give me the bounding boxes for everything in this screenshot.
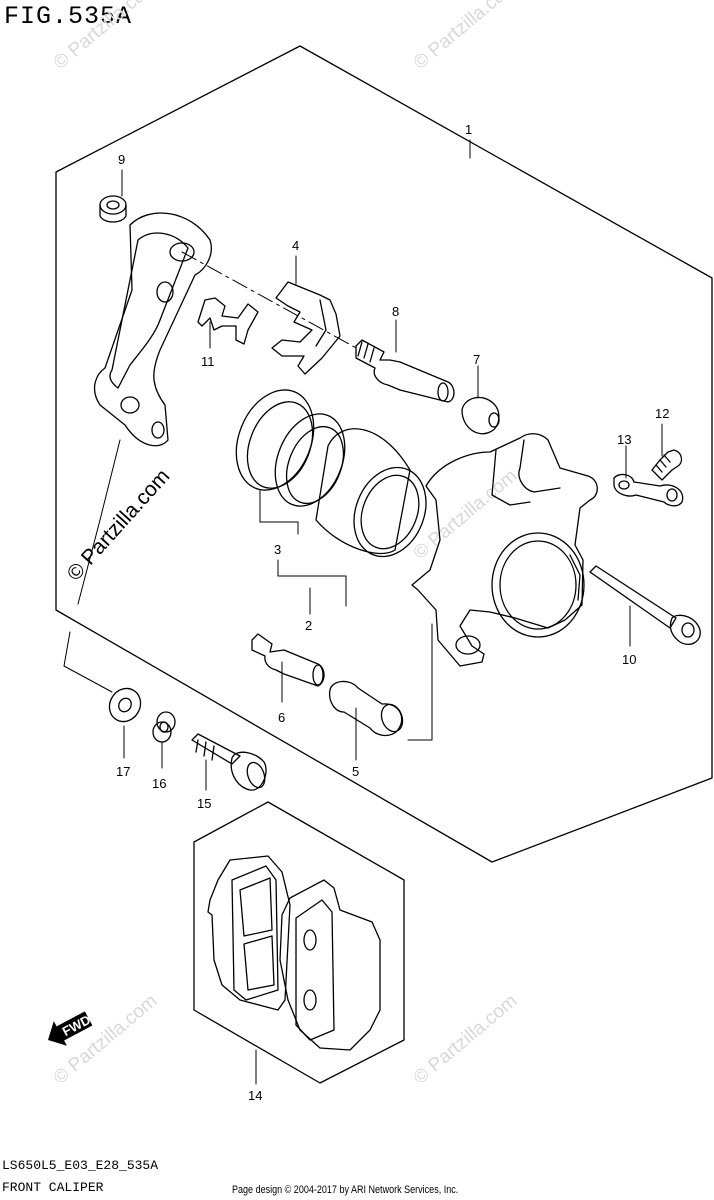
callout-1: 1 <box>465 122 472 137</box>
watermark-main: © Partzilla.com <box>63 465 175 586</box>
callout-14: 14 <box>248 1088 262 1103</box>
callout-7: 7 <box>473 352 480 367</box>
watermark: © Partzilla.com <box>410 0 522 74</box>
caliper-bracket <box>93 212 212 447</box>
watermark: © Partzilla.com <box>50 990 162 1088</box>
bleeder-screw-12 <box>651 449 683 481</box>
hose-clamp-13 <box>613 473 684 507</box>
long-bolt-10 <box>589 565 701 645</box>
bleeder-boot-7 <box>461 396 500 435</box>
washer-17 <box>108 687 142 723</box>
pad-retainer-4 <box>271 281 341 375</box>
callout-4: 4 <box>292 238 299 253</box>
callout-10: 10 <box>622 652 636 667</box>
callout-9: 9 <box>118 152 125 167</box>
caliper-assembly-outline <box>55 45 713 863</box>
watermark: © Partzilla.com <box>50 0 162 74</box>
figure-code: LS650L5_E03_E28_535A <box>2 1158 159 1173</box>
callout-17: 17 <box>116 764 130 779</box>
callout-15: 15 <box>197 796 211 811</box>
slide-pin-6 <box>251 633 325 687</box>
callout-2: 2 <box>305 618 312 633</box>
leader-lines <box>63 139 663 1085</box>
brake-pads-14 <box>207 855 381 1051</box>
bolt-15 <box>191 733 267 791</box>
callout-labels: 1 2 3 4 5 6 7 8 9 10 11 12 13 14 15 16 1… <box>116 122 669 1103</box>
pin-5 <box>328 680 404 737</box>
pad-set-outline <box>193 801 405 1084</box>
slide-pin-8 <box>355 339 455 403</box>
callout-8: 8 <box>392 304 399 319</box>
watermark: © Partzilla.com <box>410 990 522 1088</box>
callout-6: 6 <box>278 710 285 725</box>
callout-13: 13 <box>617 432 631 447</box>
figure-title: FIG.535A <box>4 2 133 31</box>
nut-16 <box>152 711 176 743</box>
spring-clip-11 <box>197 297 259 345</box>
callout-11: 11 <box>201 354 215 369</box>
fwd-label: FWD <box>60 1012 93 1039</box>
callout-3: 3 <box>274 542 281 557</box>
page-credit: Page design © 2004-2017 by ARI Network S… <box>232 1184 459 1196</box>
figure-name: FRONT CALIPER <box>2 1180 104 1195</box>
callout-16: 16 <box>152 776 166 791</box>
piston-seals-3 <box>235 389 346 507</box>
callout-12: 12 <box>655 406 669 421</box>
nut-9 <box>99 195 127 223</box>
piston-2 <box>315 428 427 558</box>
caliper-body <box>411 433 598 667</box>
callout-5: 5 <box>352 764 359 779</box>
